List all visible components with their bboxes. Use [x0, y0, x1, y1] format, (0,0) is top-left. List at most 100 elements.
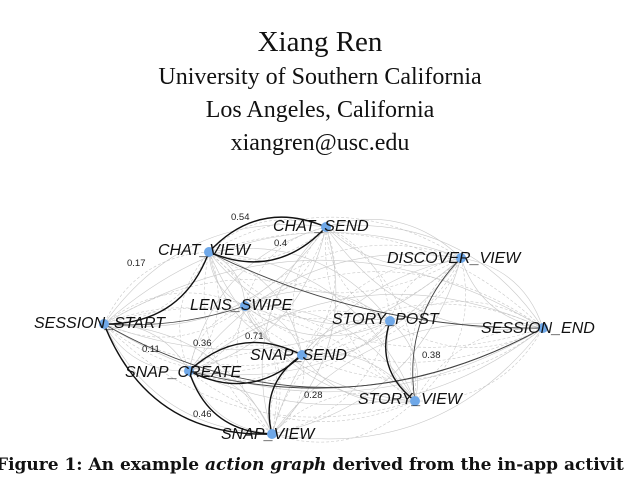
background-edge	[188, 305, 246, 372]
background-edge	[271, 400, 416, 443]
edge-weight-label: 0.46	[193, 409, 212, 420]
weighted-edge	[103, 251, 210, 325]
graph-node	[456, 253, 466, 263]
background-edge	[208, 219, 327, 253]
background-edge	[208, 232, 544, 329]
background-edge	[389, 257, 462, 322]
background-edge	[188, 253, 462, 372]
graph-node	[538, 323, 548, 333]
graph-node	[184, 366, 194, 376]
background-edge	[244, 271, 544, 329]
edge-weight-label: 0.11	[142, 344, 160, 355]
author-affiliation: University of Southern California	[158, 64, 482, 90]
background-edge	[103, 305, 246, 338]
background-edge	[301, 226, 336, 356]
background-edge	[188, 226, 327, 372]
action-graph-diagram: 0.540.40.170.110.360.710.280.460.38 CHAT…	[34, 212, 595, 443]
background-edge	[103, 323, 190, 372]
node-label: STORY_VIEW	[358, 391, 464, 408]
background-edge	[103, 307, 303, 356]
background-edge	[188, 370, 273, 435]
edge-weight-label: 0.28	[304, 390, 323, 401]
background-edge	[244, 305, 303, 356]
node-label: STORY_POST	[332, 311, 440, 328]
background-edge	[244, 305, 303, 356]
graph-node	[385, 316, 395, 326]
graph-node	[240, 301, 250, 311]
background-edge	[103, 232, 462, 325]
background-edge	[244, 257, 462, 320]
edge-weight-label: 0.36	[193, 338, 212, 349]
background-edge	[103, 323, 273, 435]
background-edge	[188, 370, 273, 435]
weighted-edge	[188, 341, 303, 372]
background-edge	[208, 251, 303, 356]
author-name: Xiang Ren	[257, 26, 383, 58]
background-edge	[389, 320, 544, 348]
background-edge	[271, 320, 391, 435]
background-edge	[208, 251, 462, 294]
graph-node	[297, 350, 307, 360]
edge-weight-label: 0.4	[274, 238, 287, 249]
graph-node	[267, 429, 277, 439]
graph-edge	[188, 327, 544, 389]
background-edge	[236, 305, 273, 435]
background-edge	[301, 327, 544, 380]
graph-node	[204, 247, 214, 257]
caption-suffix: derived from the in-app activit	[326, 455, 624, 475]
background-edge	[208, 216, 462, 259]
node-label: DISCOVER_VIEW	[387, 250, 522, 267]
caption-prefix: Figure 1: An example	[0, 455, 205, 475]
background-edge	[179, 251, 210, 372]
background-edge	[244, 226, 327, 307]
background-edge	[188, 257, 462, 376]
graph-node	[410, 396, 420, 406]
background-edge	[244, 226, 327, 307]
background-edge	[103, 323, 416, 418]
node-label: SESSION_END	[481, 320, 595, 337]
background-edge	[188, 293, 544, 372]
background-edge	[389, 320, 418, 402]
background-edge	[271, 392, 416, 435]
background-edge	[261, 226, 327, 435]
background-edge	[301, 257, 462, 356]
background-edge	[325, 218, 462, 259]
weighted-edge	[103, 323, 273, 435]
background-edge	[325, 226, 391, 322]
background-edge	[244, 305, 416, 402]
background-edge	[460, 257, 544, 329]
background-edge	[301, 257, 462, 356]
node-label: CHAT_SEND	[273, 218, 369, 235]
background-edge	[460, 257, 544, 329]
weighted-edge	[385, 320, 416, 402]
background-edge	[208, 248, 391, 322]
background-edge	[208, 251, 278, 435]
background-edge	[103, 224, 327, 325]
weighted-edge	[268, 354, 303, 435]
caption-emphasis: action graph	[205, 455, 327, 475]
background-edge	[103, 307, 416, 402]
background-edge	[414, 327, 544, 402]
node-label: CHAT_VIEW	[158, 242, 252, 259]
node-label: SESSION_START	[34, 315, 166, 332]
background-edge	[103, 320, 391, 366]
background-edge	[188, 370, 416, 422]
node-label: LENS_SWIPE	[190, 297, 293, 314]
graph-edge	[412, 257, 462, 402]
background-edge	[325, 226, 416, 402]
background-edge	[271, 327, 544, 440]
edge-weight-label: 0.38	[422, 350, 441, 361]
background-edge	[208, 251, 416, 402]
background-edge	[103, 292, 246, 325]
background-edge	[188, 344, 303, 372]
node-label: SNAP_SEND	[250, 347, 347, 364]
background-edge	[244, 305, 544, 363]
background-edge	[103, 251, 210, 325]
author-email: xiangren@usc.edu	[230, 130, 410, 156]
background-edge	[103, 323, 303, 372]
background-edge	[414, 327, 544, 402]
background-edge	[244, 305, 281, 435]
background-edge	[103, 323, 544, 393]
background-edge	[188, 251, 219, 372]
graph-edge	[103, 305, 246, 326]
